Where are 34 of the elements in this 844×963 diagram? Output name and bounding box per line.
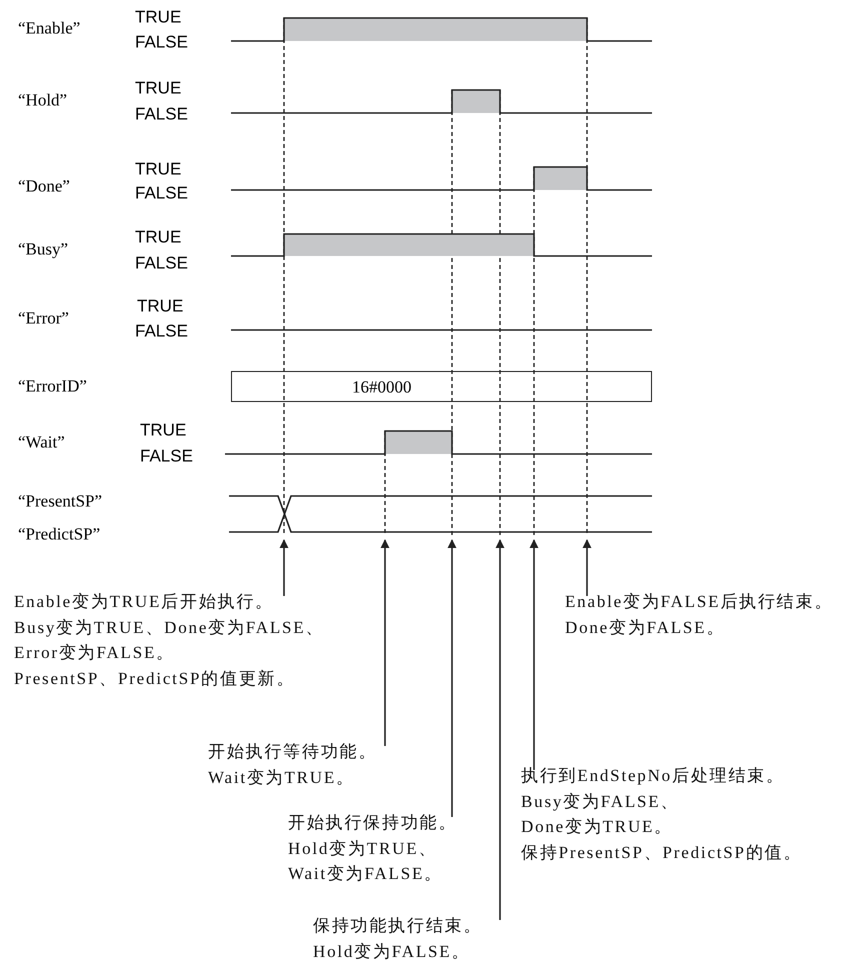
signal-name: “PredictSP” xyxy=(18,526,100,542)
value-box: 16#0000 xyxy=(231,371,652,402)
annotation-text: 执行到EndStepNo后处理结束。 Busy变为FALSE、 Done变为TRUE。 保持PresentSP、PredictSP的值。 xyxy=(521,763,802,865)
state-label: TRUE xyxy=(135,228,182,246)
signal-name: “Busy” xyxy=(18,240,68,258)
annotation-text: 保持功能执行结束。 Hold变为FALSE。 xyxy=(313,913,482,963)
state-label: TRUE xyxy=(140,422,186,438)
arrow xyxy=(280,539,288,596)
arrow xyxy=(448,539,456,817)
annotation-text: 开始执行等待功能。 Wait变为TRUE。 xyxy=(208,739,378,790)
state-label: TRUE xyxy=(135,8,182,26)
state-label: FALSE xyxy=(135,34,188,50)
signal-name: “ErrorID” xyxy=(18,378,87,394)
signal-name: “Done” xyxy=(18,178,70,194)
annotation-text: Enable变为FALSE后执行结束。 Done变为FALSE。 xyxy=(565,589,834,640)
state-label: TRUE xyxy=(137,298,184,314)
signal-name: “Hold” xyxy=(18,92,68,108)
state-label: TRUE xyxy=(135,80,182,96)
annotation-text: Enable变为TRUE后开始执行。 Busy变为TRUE、Done变为FALSE、 Error变为FALSE。 PresentSP、PredictSP的值更新。 xyxy=(14,589,324,691)
arrow xyxy=(582,539,592,596)
state-label: TRUE xyxy=(135,160,182,178)
signal-name: “Error” xyxy=(18,310,69,326)
signal-name: “Wait” xyxy=(18,434,65,450)
state-label: FALSE xyxy=(140,448,193,464)
state-label: FALSE xyxy=(135,184,188,202)
arrow xyxy=(530,539,538,770)
state-label: FALSE xyxy=(135,254,188,272)
signal-name: “Enable” xyxy=(18,20,80,36)
arrow xyxy=(496,539,504,920)
signal-name: “PresentSP” xyxy=(18,492,102,510)
arrow xyxy=(380,539,390,746)
state-label: FALSE xyxy=(135,322,188,340)
annotation-text: 开始执行保持功能。 Hold变为TRUE、 Wait变为FALSE。 xyxy=(288,810,458,886)
state-label: FALSE xyxy=(135,106,188,122)
